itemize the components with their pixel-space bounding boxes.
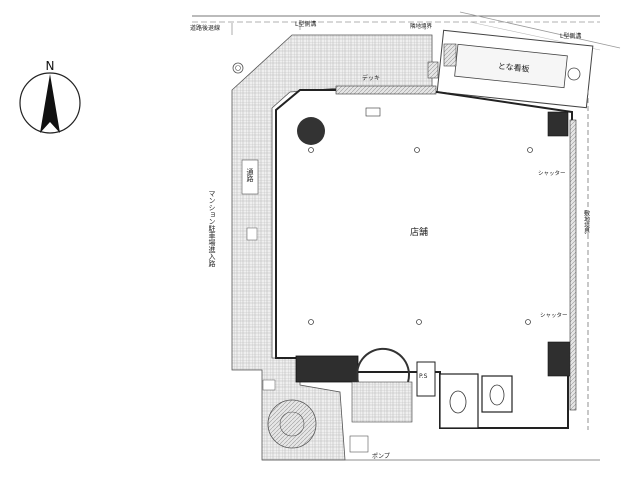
ps-box — [416, 361, 436, 397]
compass-circle — [19, 72, 81, 134]
tree-icon — [232, 62, 244, 74]
small-box-left — [246, 227, 258, 241]
store-window-box — [365, 107, 381, 117]
entrance-wall-block — [295, 355, 359, 383]
label-gutter-right: L型側溝 — [560, 32, 581, 40]
road-edge — [192, 11, 621, 51]
north-compass: N — [19, 59, 81, 134]
column-icon — [297, 117, 325, 145]
store-room — [275, 89, 573, 429]
label-site-boundary: 敷地境界 — [583, 209, 590, 235]
right-wall-strip — [569, 119, 577, 411]
entrance-curve — [356, 347, 410, 383]
label-gutter-left: L型側溝 — [295, 20, 316, 28]
sign-post-left — [443, 43, 457, 67]
planter-inner — [279, 411, 305, 437]
sign-area: とな看板 — [427, 29, 594, 109]
compass-label: N — [46, 59, 55, 73]
ceiling-markers — [308, 147, 533, 325]
label-walkway: 通路 — [246, 167, 254, 183]
label-shutter-1: シャッター — [538, 169, 566, 177]
pump-box — [349, 435, 369, 453]
label-sign: とな看板 — [497, 61, 530, 74]
toilet-room-1 — [439, 373, 479, 429]
sign-inner — [454, 43, 568, 89]
walkway-box — [241, 159, 259, 195]
label-neighbor-boundary: 隣地境界 — [410, 22, 433, 30]
sign-marker-icon — [567, 67, 581, 81]
label-mansion-entrance: マンション駐車場進入路 — [208, 190, 216, 268]
right-column-top — [547, 111, 569, 137]
planter-circle — [267, 399, 317, 449]
tree-icon-inner — [235, 65, 241, 71]
sign-post-right — [427, 61, 439, 79]
label-deck: デッキ — [362, 74, 380, 82]
entrance-vestibule — [351, 381, 413, 423]
small-planter — [262, 379, 276, 391]
top-deck — [335, 85, 437, 95]
right-column-bottom — [547, 341, 571, 377]
label-ps: P.S — [419, 373, 428, 380]
toilet-icon-2 — [489, 384, 505, 406]
label-pump: ポンプ — [372, 452, 390, 460]
label-road-setback: 道路後退線 — [190, 24, 220, 32]
label-store: 店舗 — [410, 226, 428, 238]
label-shutter-2: シャッター — [540, 311, 568, 319]
compass-arrow — [40, 74, 60, 133]
toilet-icon — [449, 390, 467, 414]
toilet-room-2 — [481, 375, 513, 413]
